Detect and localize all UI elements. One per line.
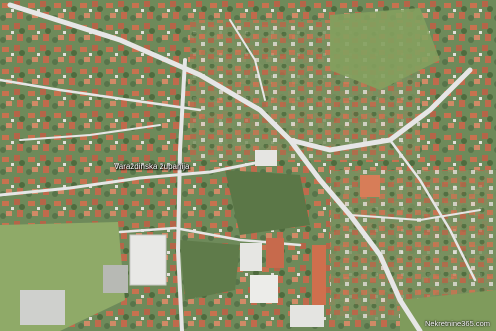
- tree-cluster: [225, 170, 310, 235]
- tree-cluster: [180, 240, 240, 300]
- building: [290, 305, 324, 327]
- building: [240, 243, 262, 271]
- watermark: Nekretnine365.com: [424, 319, 490, 328]
- parking-lot: [103, 265, 128, 293]
- field: [400, 290, 496, 331]
- building: [250, 275, 278, 303]
- warehouse-building: [129, 234, 167, 286]
- building: [255, 150, 277, 166]
- building: [20, 290, 65, 325]
- building: [312, 245, 326, 305]
- field: [330, 8, 440, 90]
- building: [360, 175, 380, 197]
- building: [266, 238, 284, 268]
- region-label: Varaždinska županija: [114, 162, 190, 171]
